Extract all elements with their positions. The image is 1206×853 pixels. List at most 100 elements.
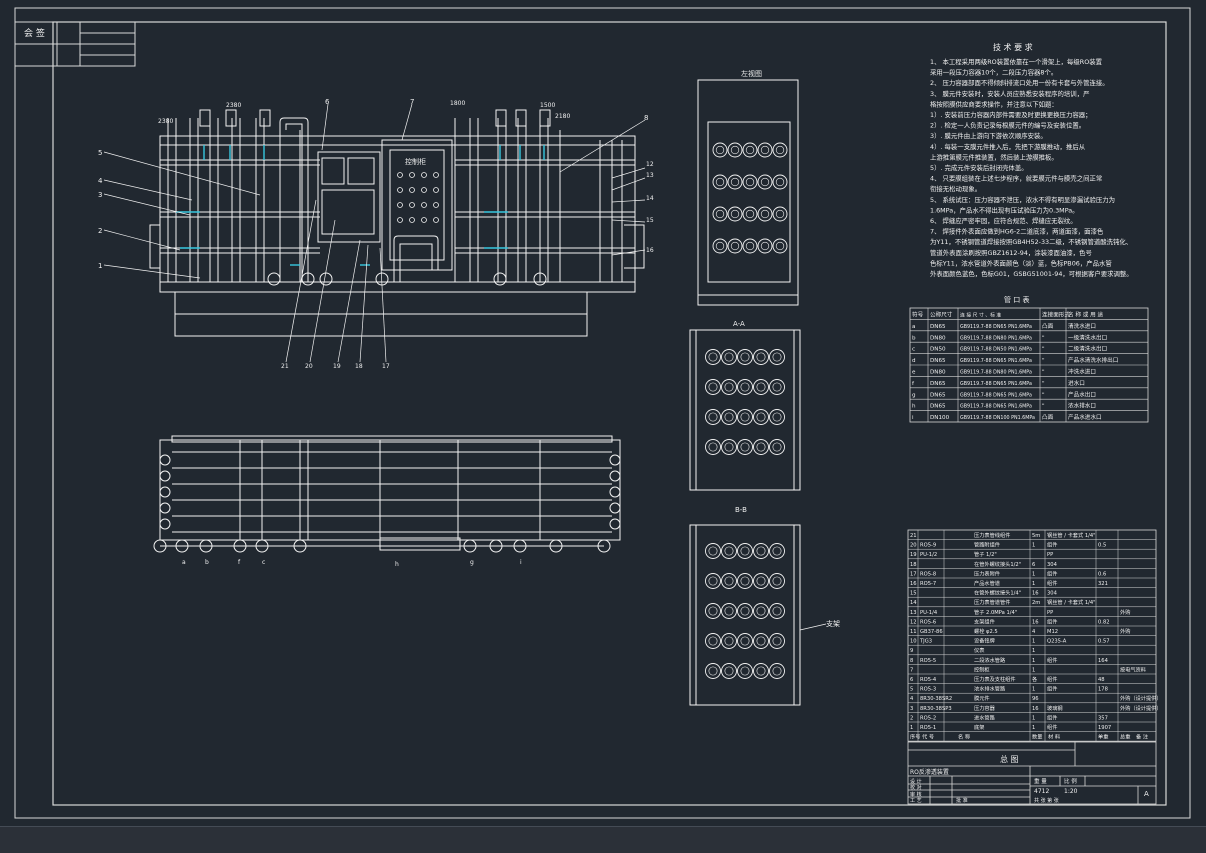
parts-list-cell: 1907 bbox=[1098, 725, 1111, 731]
parts-list-cell: 设备铭牌 bbox=[974, 637, 995, 645]
nozzle-table-header: 公称尺寸 bbox=[930, 311, 953, 319]
nozzle-table-title: 管 口 表 bbox=[1004, 295, 1029, 304]
tech-requirement-line: 7、 焊接件外表面应做到HG6-2二道底漆，两道面漆，面漆色 bbox=[930, 227, 1104, 236]
vessel-end-circle bbox=[712, 174, 728, 190]
vessel-end-circle bbox=[705, 409, 721, 425]
vessel-inner-circle bbox=[760, 177, 770, 187]
vessel-inner-circle bbox=[756, 352, 766, 362]
parts-list-cell: PP bbox=[1047, 552, 1053, 558]
nozzle-table-cell: 一级清洗水出口 bbox=[1068, 333, 1107, 341]
parts-list-cell: 1 bbox=[1032, 667, 1035, 673]
vessel-end-circle bbox=[721, 603, 737, 619]
parts-list-cell: 48 bbox=[1098, 677, 1105, 683]
vessel-end-circle bbox=[742, 238, 758, 254]
left-view bbox=[697, 79, 799, 306]
vessel-inner-circle bbox=[760, 145, 770, 155]
vessel-inner-circle bbox=[724, 352, 734, 362]
tech-requirement-line: 色标Y11，浓水管道外表面颜色（淡）蓝，色标PB06，产品水管 bbox=[930, 258, 1112, 267]
nozzle-table-cell: DN65 bbox=[930, 392, 946, 398]
parts-list-cell: 17 bbox=[910, 571, 917, 577]
nozzle-table-cell: GB9119.7-88 DN80 PN1.6MPa bbox=[960, 370, 1032, 376]
nozzle-table-cell: DN65 bbox=[930, 358, 946, 364]
signature-row: 工 艺 bbox=[910, 798, 922, 804]
parts-list-cell: 321 bbox=[1098, 581, 1108, 587]
nozzle-table-cell: i bbox=[912, 415, 914, 421]
parts-list-cell: 4 bbox=[1032, 629, 1036, 635]
parts-list-cell: 8R30-38SP3 bbox=[920, 706, 952, 712]
vessel-end-circle bbox=[737, 349, 753, 365]
parts-list-cell: 钢丝管 / 卡套式 1/4" bbox=[1047, 531, 1096, 539]
vessel-inner-circle bbox=[724, 636, 734, 646]
vessel-inner-circle bbox=[708, 606, 718, 616]
leader-number: 20 bbox=[305, 363, 313, 370]
nozzle-table-cell: f bbox=[912, 381, 915, 387]
tech-requirement-line: 2）. 检定一人负责记录每根膜元件的编号及安装位置。 bbox=[930, 121, 1085, 130]
tech-requirement-line: 外表面颜色蓝色，色标G01，GSBG51001-94，可根据客户要求调整。 bbox=[930, 269, 1133, 278]
parts-list-cell: 玻璃钢 bbox=[1047, 704, 1063, 712]
parts-list-cell: M12 bbox=[1047, 629, 1058, 635]
parts-list-cell: 组件 bbox=[1047, 579, 1057, 587]
parts-list-cell: 组件 bbox=[1047, 723, 1057, 731]
leader-number: 14 bbox=[646, 195, 654, 202]
vessel-end-circle bbox=[769, 663, 785, 679]
section-aa-vessels bbox=[705, 349, 785, 455]
vessel-end-circle bbox=[757, 238, 773, 254]
parts-list-cell: RO5-8 bbox=[920, 571, 936, 577]
parts-list-cell: 在管外螺纹接头1/4" bbox=[974, 589, 1021, 597]
sheet-border bbox=[14, 7, 1191, 819]
vessel-inner-circle bbox=[772, 546, 782, 556]
tech-requirement-line: 衔接无松动现象。 bbox=[930, 184, 981, 193]
dim-top-mid: 2380 bbox=[226, 102, 241, 109]
parts-list-cell: 管子 1/2" bbox=[974, 550, 997, 558]
parts-list-cell: GB37-86 bbox=[920, 629, 943, 635]
parts-list-cell: 1 bbox=[1032, 571, 1035, 577]
nozzle-table-cell: b bbox=[912, 335, 916, 341]
scale-value: 1:20 bbox=[1064, 788, 1078, 795]
parts-list-cell: 21 bbox=[910, 533, 917, 539]
nozzle-table-cell: GB9119.7-88 DN65 PN1.6MPa bbox=[960, 404, 1032, 410]
parts-list-cell: 组件 bbox=[1047, 541, 1057, 549]
parts-list-cell: 1 bbox=[1032, 639, 1035, 645]
signature-row: 设 计 bbox=[910, 778, 922, 785]
vessel-end-circle bbox=[737, 409, 753, 425]
tech-requirement-line: 2、 压力容器部面不得倾斜排流口处用一份有卡套与外管连接。 bbox=[930, 78, 1109, 87]
parts-list-cell: 96 bbox=[1032, 696, 1039, 702]
dim-top-right1: 1800 bbox=[450, 100, 465, 107]
vessel-end-circle bbox=[769, 349, 785, 365]
nozzle-table-header: 连接面形式 bbox=[1042, 311, 1070, 319]
parts-list-cell: 进水管路 bbox=[974, 713, 996, 721]
nozzle-table-cell: " bbox=[1042, 358, 1045, 364]
section-aa bbox=[689, 329, 801, 491]
vessel-inner-circle bbox=[756, 606, 766, 616]
nozzle-mark: c bbox=[262, 559, 265, 566]
vessel-end-circle bbox=[721, 439, 737, 455]
vessel-end-circle bbox=[769, 633, 785, 649]
vessel-inner-circle bbox=[775, 241, 785, 251]
sheet-mark: A bbox=[1144, 790, 1149, 798]
tech-requirement-line: 1.6MPa，产品水不得出现有压试验压力为0.3MPa。 bbox=[930, 205, 1079, 214]
scale-label: 比 例 bbox=[1064, 777, 1077, 785]
vessel-end-circle bbox=[705, 633, 721, 649]
control-panel-indicators bbox=[397, 172, 439, 223]
parts-list-cell: 304 bbox=[1047, 562, 1058, 568]
vessel-inner-circle bbox=[740, 636, 750, 646]
nozzle-table-cell: d bbox=[912, 358, 916, 364]
parts-list-cell: 压力表附件 bbox=[974, 569, 1000, 577]
parts-list-cell: 1 bbox=[1032, 658, 1035, 664]
vessel-end-circle bbox=[712, 238, 728, 254]
tech-requirement-line: 4、 只要膜组装在上述七步程序，就要膜元件与膜壳之间正常 bbox=[930, 174, 1102, 183]
leader-number: 18 bbox=[355, 363, 363, 370]
vessel-end-circle bbox=[769, 439, 785, 455]
vessel-inner-circle bbox=[708, 636, 718, 646]
parts-list-cell: 1 bbox=[1032, 687, 1035, 693]
project-name: RO反渗透装置 bbox=[910, 768, 949, 776]
dim-top-right2: 1500 bbox=[540, 102, 555, 109]
vessel-inner-circle bbox=[760, 241, 770, 251]
signature-row: 批 准 bbox=[956, 797, 968, 804]
nozzle-mark: f bbox=[238, 559, 241, 566]
nozzle-table-cell: DN50 bbox=[930, 347, 946, 353]
vessel-end-circle bbox=[737, 543, 753, 559]
vessel-inner-circle bbox=[745, 209, 755, 219]
vessel-inner-circle bbox=[740, 576, 750, 586]
